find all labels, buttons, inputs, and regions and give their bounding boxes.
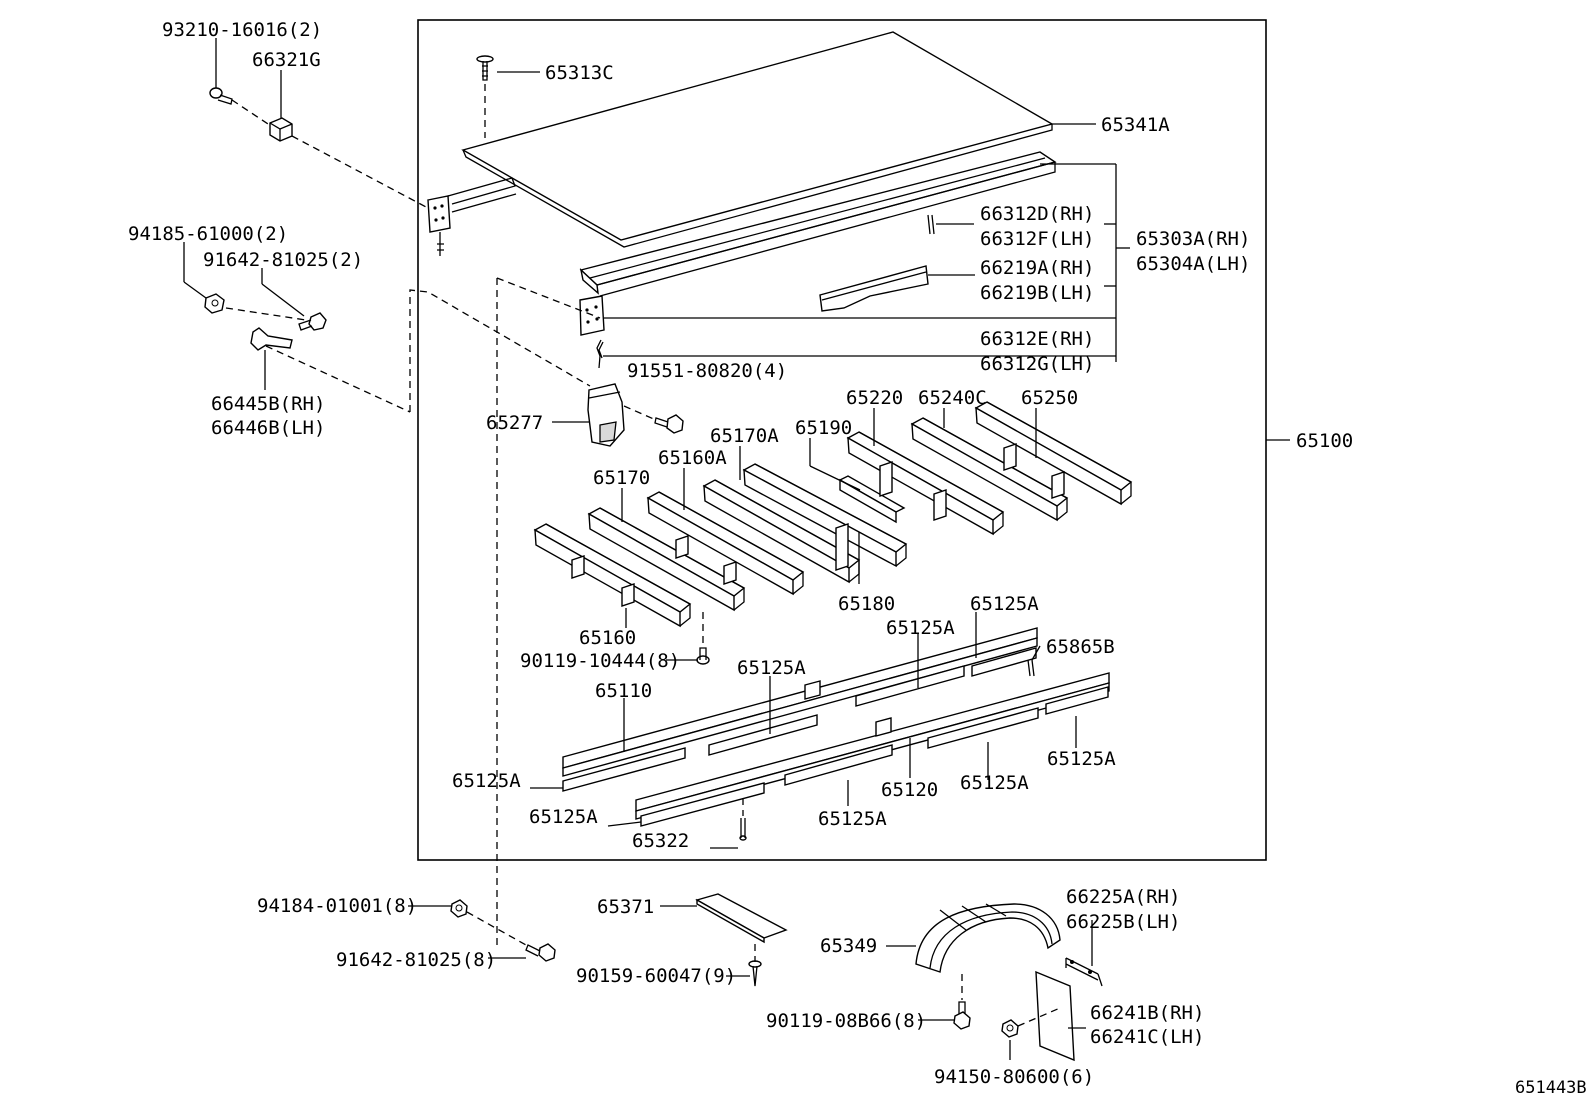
label-66312g: 66312G(LH) (980, 353, 1094, 375)
bolt-93210 (209, 87, 233, 105)
label-65125a-2: 65125A (886, 617, 955, 639)
pin-66312d (927, 214, 935, 235)
label-66225b: 66225B(LH) (1066, 911, 1180, 933)
label-65120: 65120 (881, 779, 938, 801)
label-94150: 94150-80600(6) (934, 1066, 1094, 1088)
label-65125a-7: 65125A (529, 806, 598, 828)
bolt-90119-10444 (696, 647, 710, 665)
sill-spacers-65125a (562, 647, 1109, 827)
diagram-code: 651443B (1515, 1078, 1587, 1098)
label-65303a: 65303A(RH) (1136, 228, 1250, 250)
label-65250: 65250 (1021, 387, 1078, 409)
label-66219a: 66219A(RH) (980, 257, 1094, 279)
assembly-dashed-lines (225, 84, 1061, 1027)
label-66321g: 66321G (252, 49, 321, 71)
cross-member-65220 (846, 431, 1005, 536)
label-65160a: 65160A (658, 447, 727, 469)
label-90119-08b66: 90119-08B66(8) (766, 1010, 926, 1032)
label-65277: 65277 (486, 412, 543, 434)
label-65110: 65110 (595, 680, 652, 702)
label-66312d: 66312D(RH) (980, 203, 1094, 225)
cross-member-65170 (587, 507, 746, 612)
label-65125a-4: 65125A (452, 770, 521, 792)
bolt-91642-a (298, 312, 327, 331)
bolt-65313c (476, 55, 494, 81)
label-66241b: 66241B(RH) (1090, 1002, 1204, 1024)
label-93210: 93210-16016(2) (162, 19, 322, 41)
cross-member-65160a (646, 491, 805, 596)
leader-lines (183, 38, 1290, 1060)
bracket-66445b (250, 327, 293, 351)
front-panel (579, 151, 1057, 336)
hook-66312e (596, 339, 604, 369)
bolt-91551 (654, 414, 684, 434)
label-66446b: 66446B(LH) (211, 417, 325, 439)
cross-member-65250 (974, 401, 1133, 506)
label-66219b: 66219B(LH) (980, 282, 1094, 304)
plate-65371 (695, 893, 788, 944)
label-65190: 65190 (795, 417, 852, 439)
label-94184: 94184-01001(8) (257, 895, 417, 917)
label-65313c: 65313C (545, 62, 614, 84)
label-65180: 65180 (838, 593, 895, 615)
label-65322: 65322 (632, 830, 689, 852)
label-65160: 65160 (579, 627, 636, 649)
label-65170: 65170 (593, 467, 650, 489)
label-65125a-1: 65125A (970, 593, 1039, 615)
label-66241c: 66241C(LH) (1090, 1026, 1204, 1048)
label-90159: 90159-60047(9) (576, 965, 736, 987)
nut-94185 (204, 293, 225, 314)
label-66445b: 66445B(RH) (211, 393, 325, 415)
label-90119-10444: 90119-10444(8) (520, 650, 680, 672)
bracket-65277 (587, 383, 625, 447)
label-94185: 94185-61000(2) (128, 223, 288, 245)
label-65220: 65220 (846, 387, 903, 409)
label-66312e: 66312E(RH) (980, 328, 1094, 350)
label-65371: 65371 (597, 896, 654, 918)
nut-94184 (450, 899, 468, 918)
pin-65865b (1027, 659, 1035, 677)
label-65125a-5: 65125A (1047, 748, 1116, 770)
label-65125a-8: 65125A (818, 808, 887, 830)
label-65170a: 65170A (710, 425, 779, 447)
reinforcement-66219a (819, 265, 929, 312)
fender-65349 (915, 903, 1061, 973)
label-65349: 65349 (820, 935, 877, 957)
bolt-65322 (739, 818, 747, 841)
cross-member-65180 (742, 463, 908, 571)
label-65240c: 65240C (918, 387, 987, 409)
cross-member-65190 (838, 475, 906, 524)
bracket-66225a (1065, 957, 1103, 987)
bolt-91642-b (525, 943, 556, 962)
label-66312f: 66312F(LH) (980, 228, 1094, 250)
label-65125a-3: 65125A (737, 657, 806, 679)
mudguard-66241b (1035, 970, 1075, 1062)
cross-member-65160 (533, 523, 692, 628)
label-91551: 91551-80820(4) (627, 360, 787, 382)
label-65100: 65100 (1296, 430, 1353, 452)
callout-labels: 93210-16016(2) 66321G 94185-61000(2) 916… (128, 19, 1587, 1098)
label-66225a: 66225A(RH) (1066, 886, 1180, 908)
label-65125a-6: 65125A (960, 772, 1029, 794)
stopper-66321g (269, 117, 293, 142)
label-65865b: 65865B (1046, 636, 1115, 658)
bolt-90119-08b66 (953, 1001, 971, 1030)
label-91642-b: 91642-81025(8) (336, 949, 496, 971)
label-65341a: 65341A (1101, 114, 1170, 136)
cross-member-65240c (910, 417, 1069, 522)
label-91642-a: 91642-81025(2) (203, 249, 363, 271)
label-65304a: 65304A(LH) (1136, 253, 1250, 275)
nut-94150 (1001, 1019, 1019, 1038)
screw-90159 (748, 960, 762, 987)
side-rail-bracket (427, 177, 517, 256)
